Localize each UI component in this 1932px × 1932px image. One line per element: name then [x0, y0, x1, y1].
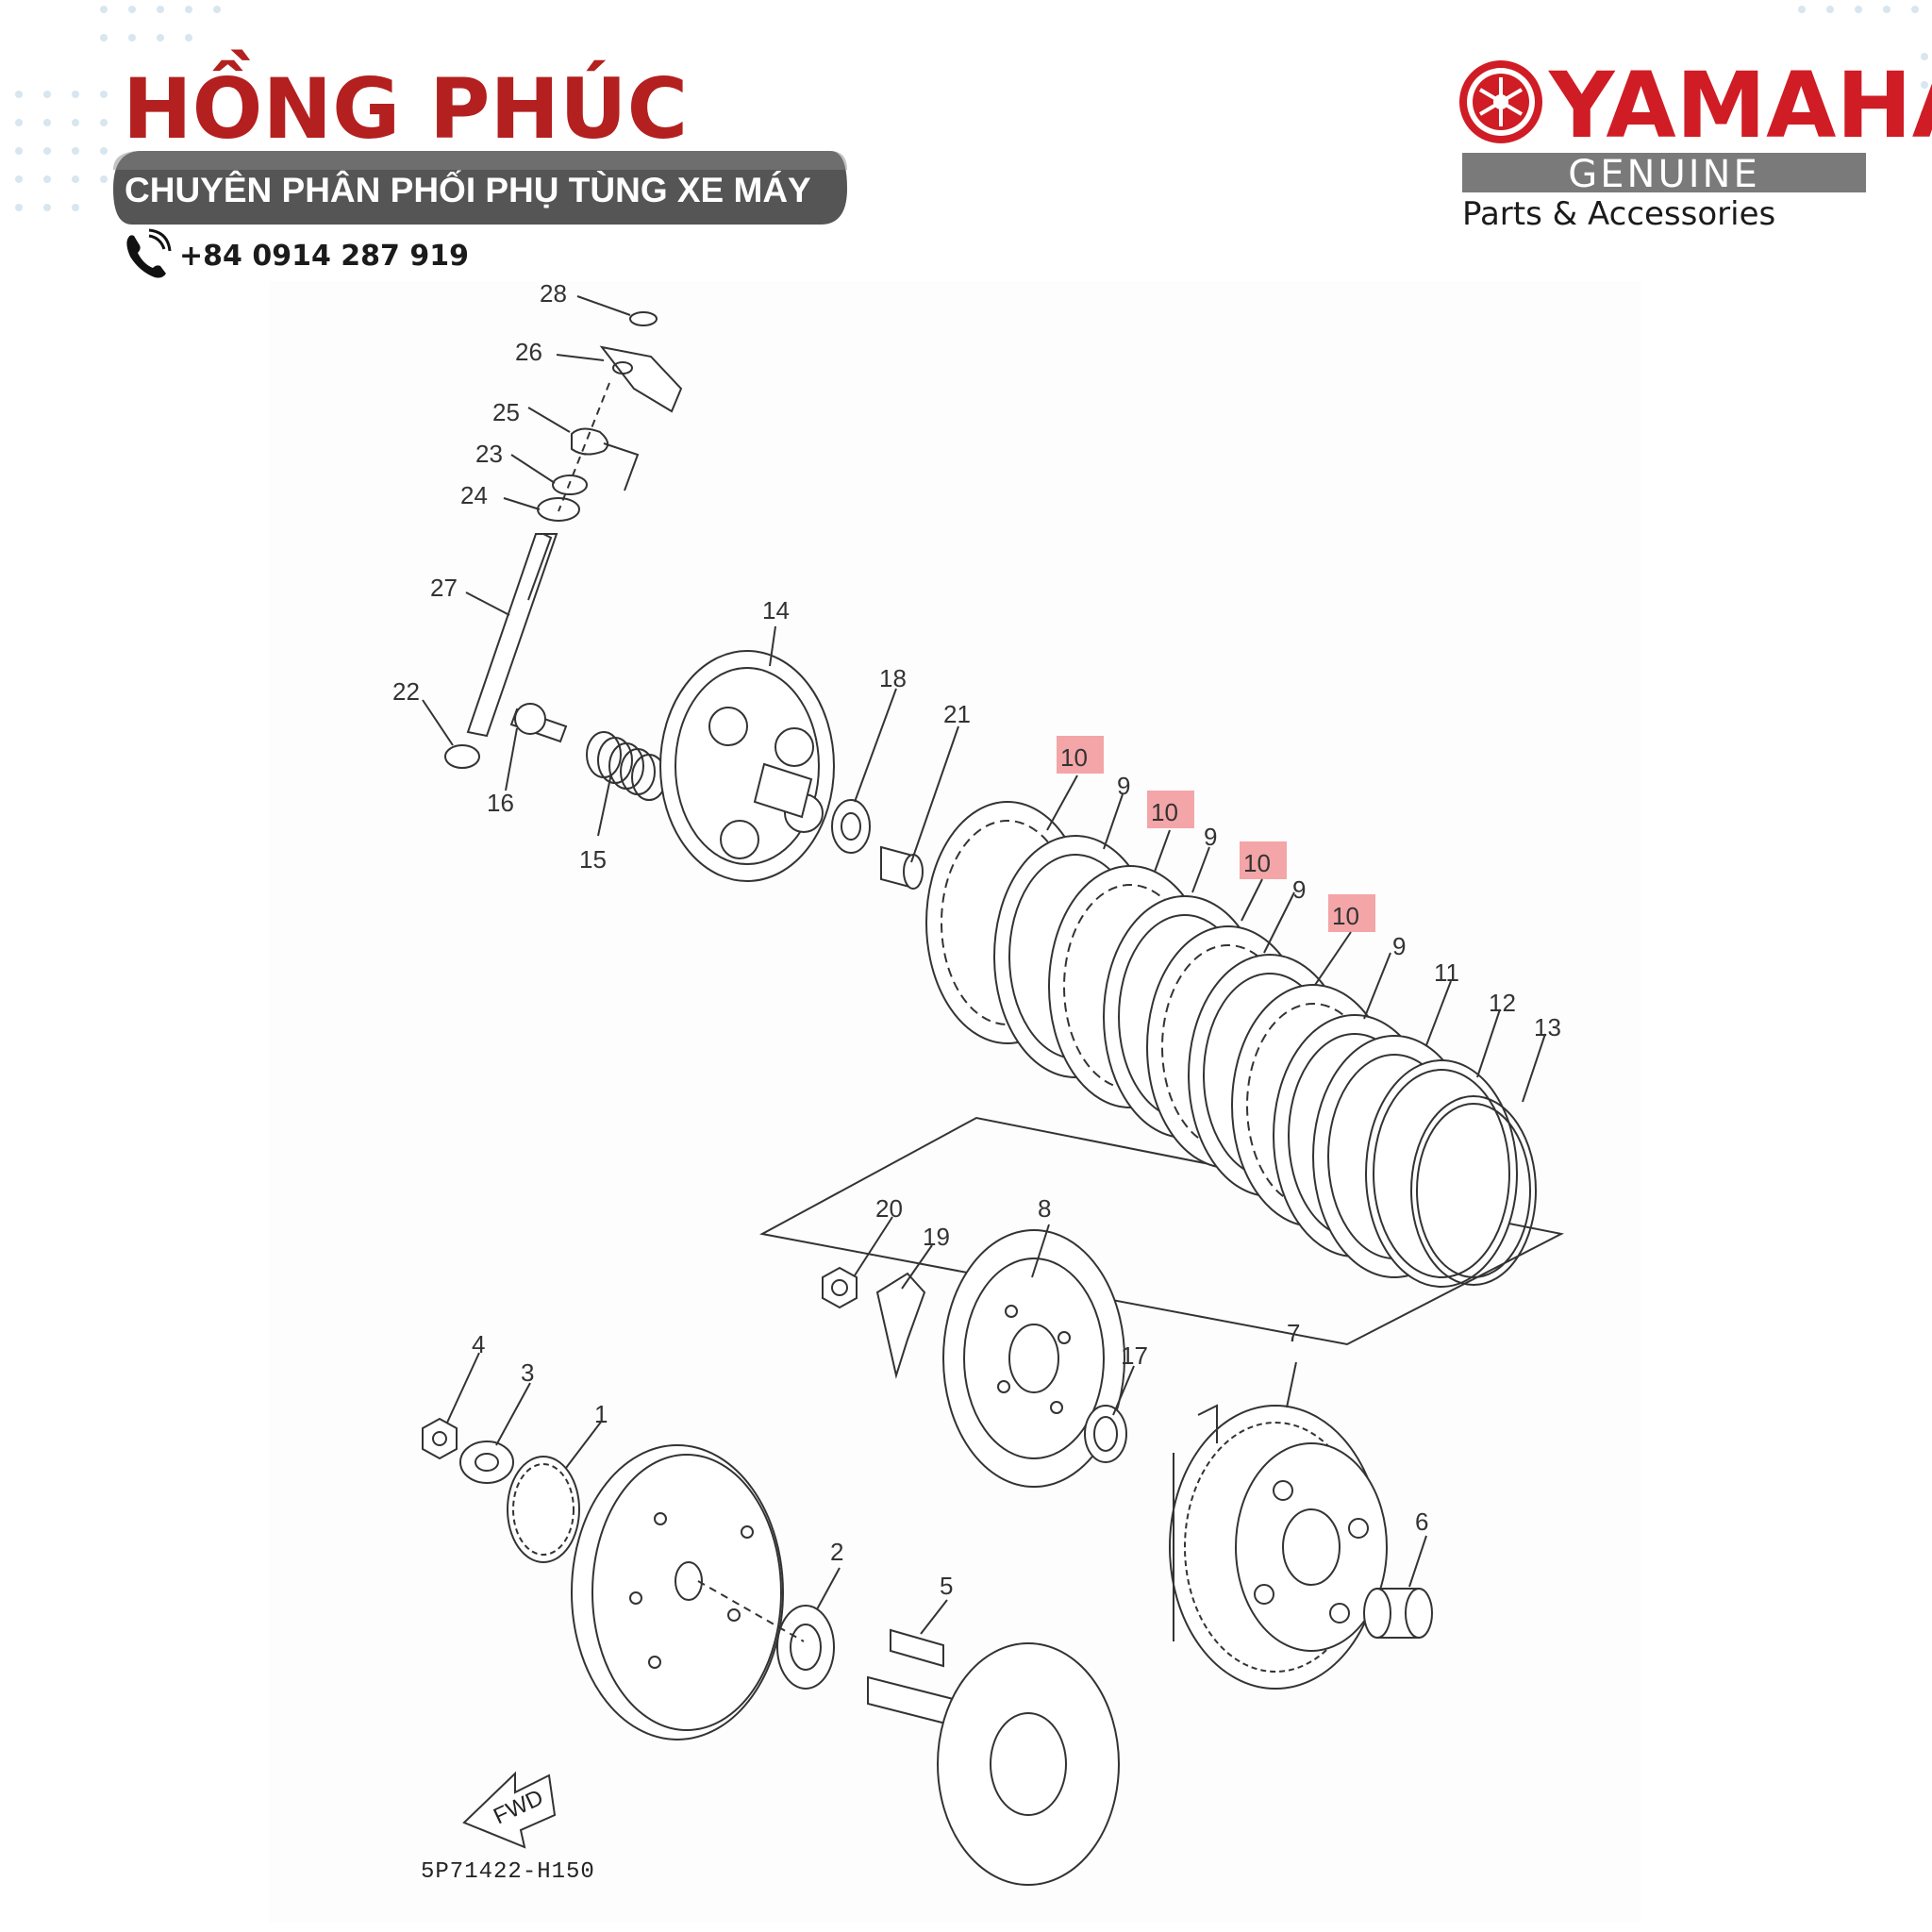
- part-20: [822, 1266, 858, 1309]
- callout-7: 7: [1287, 1319, 1300, 1347]
- shift-lever-assembly: [444, 311, 683, 769]
- callout-3: 3: [521, 1358, 534, 1387]
- yamaha-wordmark: YAMAHA: [1548, 53, 1932, 158]
- dealer-phone: +84 0914 287 919: [179, 240, 469, 273]
- callout-labels: 28 26 25 23 24 27 22 16 15 14 18 21 10 9…: [392, 279, 1561, 1600]
- genuine-bar: [1462, 153, 1866, 192]
- callout-11: 11: [1434, 958, 1459, 987]
- primary-drive-group: [422, 1417, 1120, 1886]
- part-12: [1365, 1059, 1518, 1288]
- yamaha-emblem-icon: [1459, 60, 1542, 143]
- callout-9: 9: [1204, 823, 1217, 851]
- callout-9: 9: [1392, 932, 1406, 960]
- clutch-plates-stack: [925, 801, 1537, 1288]
- part-2: [776, 1605, 835, 1690]
- part-14: [659, 650, 835, 882]
- part-8: [942, 1229, 1125, 1488]
- part-5: [890, 1628, 944, 1668]
- clutch-pack-outline: [759, 1116, 1565, 1346]
- callout-27: 27: [430, 574, 458, 602]
- callout-10: 10: [1332, 902, 1359, 930]
- callout-16: 16: [487, 789, 514, 817]
- part-4: [422, 1417, 458, 1460]
- callout-9: 9: [1292, 875, 1306, 904]
- callout-20: 20: [875, 1194, 903, 1223]
- callout-4: 4: [472, 1330, 485, 1358]
- plate-code: 5P71422-H150: [421, 1859, 595, 1885]
- clutch-housing-group: [1169, 1404, 1433, 1690]
- callout-15: 15: [579, 845, 607, 874]
- callout-23: 23: [475, 440, 503, 468]
- callout-13: 13: [1534, 1013, 1561, 1041]
- crank-web: [937, 1642, 1120, 1886]
- part-7: [1169, 1404, 1388, 1690]
- part-1: [507, 1456, 580, 1563]
- callout-18: 18: [879, 664, 907, 692]
- genuine-label: GENUINE: [1568, 153, 1759, 196]
- callout-9: 9: [1117, 772, 1130, 800]
- callout-17: 17: [1121, 1341, 1148, 1370]
- callout-22: 22: [392, 677, 420, 706]
- callout-5: 5: [940, 1572, 953, 1600]
- callout-14: 14: [762, 596, 790, 625]
- callout-6: 6: [1415, 1507, 1428, 1536]
- highlight-box: [1240, 841, 1287, 879]
- part-18: [831, 799, 871, 854]
- yamaha-logo: YAMAHA GENUINE Parts & Accessories: [1459, 53, 1932, 233]
- callout-leaders: [422, 295, 1546, 1635]
- part-22: [444, 744, 480, 769]
- callout-10: 10: [1151, 798, 1178, 826]
- dealer-tagline: CHUYÊN PHÂN PHỐI PHỤ TÙNG XE MÁY: [125, 170, 811, 209]
- callout-10: 10: [1060, 743, 1088, 772]
- callout-21: 21: [943, 700, 971, 728]
- callout-1: 1: [594, 1400, 608, 1428]
- highlight-box: [1147, 791, 1194, 828]
- callout-28: 28: [540, 279, 567, 308]
- clutch-boss-group: [822, 1229, 1127, 1488]
- dealer-header: HỒNG PHÚC CHUYÊN PHÂN PHỐI PHỤ TÙNG XE M…: [15, 6, 1928, 278]
- callout-12: 12: [1489, 989, 1516, 1017]
- highlight-box: [1328, 894, 1375, 932]
- callout-25: 25: [492, 398, 520, 426]
- parts-accessories-label: Parts & Accessories: [1462, 195, 1775, 233]
- part-17: [1084, 1405, 1127, 1463]
- flywheel-plate: [571, 1444, 784, 1740]
- callout-10: 10: [1243, 849, 1271, 877]
- part-3: [459, 1441, 514, 1484]
- part-19: [875, 1272, 926, 1379]
- callout-19: 19: [923, 1223, 950, 1251]
- callout-8: 8: [1038, 1194, 1051, 1223]
- phone-icon: [126, 228, 172, 278]
- pressure-plate-group: [509, 650, 924, 890]
- callout-24: 24: [460, 481, 488, 509]
- part-28: [629, 311, 658, 326]
- fwd-arrow-icon: FWD: [462, 1771, 557, 1849]
- dot-pattern-decoration: [15, 6, 1928, 211]
- callout-2: 2: [830, 1538, 843, 1566]
- highlight-box: [1057, 736, 1104, 774]
- callout-26: 26: [515, 338, 542, 366]
- dealer-name: HỒNG PHÚC: [123, 50, 688, 158]
- part-6: [1363, 1588, 1433, 1639]
- callout-highlights: [1057, 736, 1375, 932]
- part-25: [571, 427, 609, 456]
- part-13: [1410, 1095, 1537, 1286]
